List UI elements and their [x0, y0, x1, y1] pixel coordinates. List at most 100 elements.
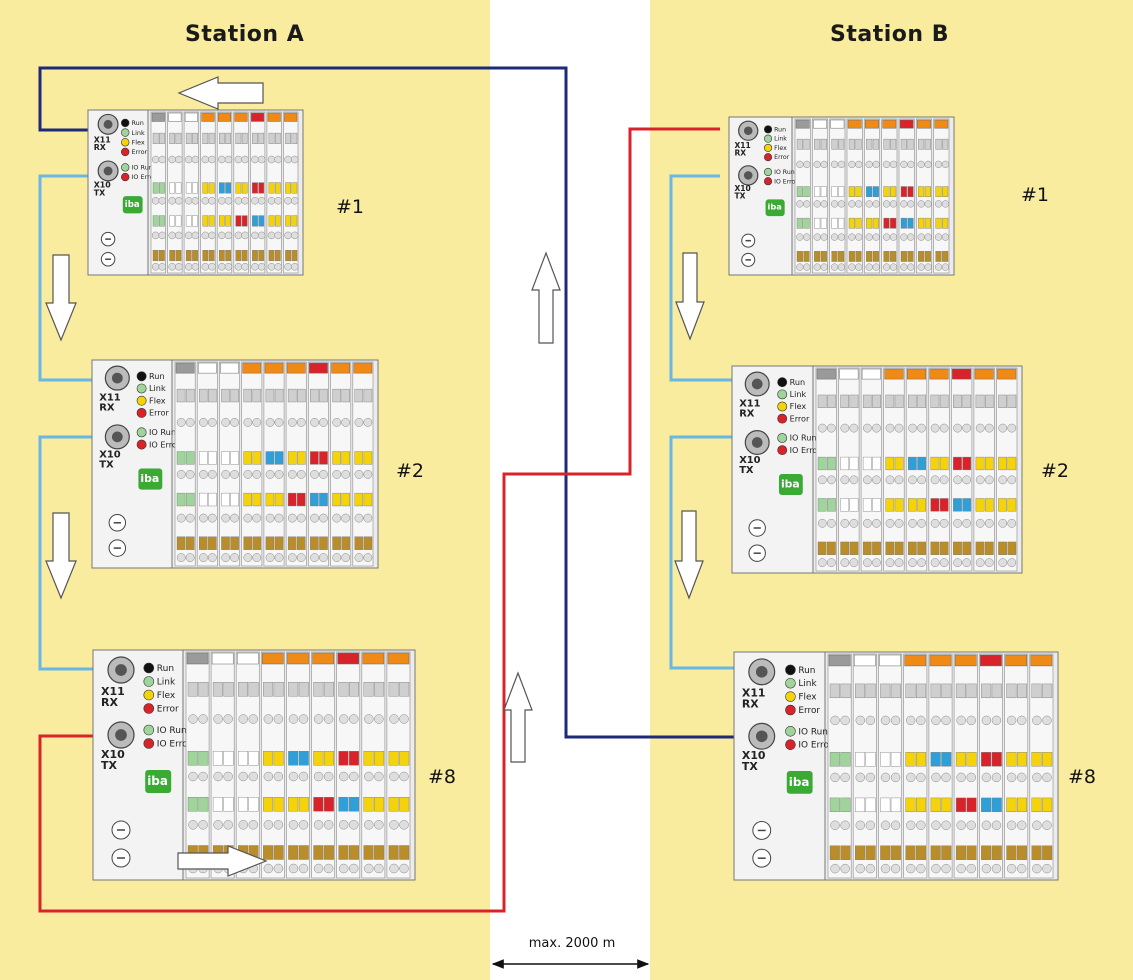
iba-logo-text: iba: [140, 472, 159, 485]
down-arrow-icon: [675, 252, 705, 341]
node-label-b-2: #2: [1041, 460, 1070, 482]
iba-logo-text: iba: [781, 478, 800, 491]
led-icon: [121, 138, 130, 147]
led-label: Flex: [774, 145, 787, 152]
led-icon: [764, 153, 773, 162]
led-label: Link: [790, 389, 807, 399]
led-icon: [785, 726, 796, 737]
node-label-b-8: #8: [1068, 766, 1097, 788]
led-label: IO Run: [790, 433, 817, 443]
led-label: Run: [774, 126, 786, 133]
led-icon: [136, 407, 147, 418]
led-label: IO Error: [157, 740, 192, 750]
led-icon: [136, 383, 147, 394]
station-b-title: Station B: [830, 22, 949, 47]
led-label: Flex: [149, 395, 166, 405]
led-icon: [143, 662, 155, 674]
navy-cable: [38, 66, 761, 739]
iba-logo-text: iba: [147, 774, 168, 788]
up-arrow-icon: [503, 671, 533, 763]
led-label: Error: [149, 408, 169, 418]
led-icon: [136, 371, 147, 382]
iba-logo-icon: [122, 196, 143, 214]
lightblue-cable-b-2-8: [669, 435, 761, 670]
led-label: Run: [132, 119, 144, 127]
led-icon: [777, 445, 788, 456]
led-icon: [143, 724, 155, 736]
led-label: IO Error: [149, 439, 181, 449]
cables: [38, 66, 761, 913]
led-icon: [785, 739, 796, 750]
node-label-a-2: #2: [396, 460, 425, 482]
led-icon: [785, 677, 796, 689]
station-a-title: Station A: [185, 22, 305, 47]
iba-logo-text: iba: [125, 200, 140, 210]
led-label: Flex: [132, 138, 145, 146]
iba-logo-icon: [778, 474, 803, 495]
led-icon: [785, 664, 796, 676]
down-arrow-icon: [45, 512, 77, 600]
led-label: Run: [157, 664, 174, 674]
led-icon: [136, 395, 147, 406]
distance-label: max. 2000 m: [528, 936, 616, 951]
led-label: IO Error: [790, 445, 822, 455]
led-icon: [121, 128, 130, 137]
led-label: Error: [157, 705, 179, 715]
led-label: IO Run: [132, 164, 153, 172]
led-icon: [143, 703, 155, 714]
led-icon: [136, 439, 147, 450]
lightblue-cable-a-1-2: [38, 174, 118, 382]
led-label: Flex: [157, 691, 176, 701]
led-label: Flex: [790, 401, 807, 411]
direction-arrows: [45, 76, 705, 877]
led-label: Run: [149, 371, 165, 381]
lightblue-cable-b-1-2: [669, 174, 760, 382]
led-icon: [121, 147, 130, 157]
node-label-a-8: #8: [428, 766, 457, 788]
led-label: Error: [774, 154, 790, 161]
led-icon: [143, 689, 155, 701]
node-label-b-1: #1: [1021, 184, 1050, 206]
led-label: IO Run: [157, 726, 187, 736]
node-label-a-1: #1: [336, 196, 365, 218]
led-label: Error: [132, 148, 148, 156]
led-label: Link: [132, 129, 145, 137]
led-label: Run: [798, 666, 815, 676]
led-icon: [121, 172, 130, 182]
led-icon: [777, 413, 788, 424]
led-icon: [121, 163, 130, 172]
down-arrow-icon: [45, 254, 77, 342]
led-icon: [785, 691, 796, 702]
led-icon: [764, 167, 773, 177]
led-label: IO Run: [149, 427, 176, 437]
led-icon: [777, 377, 788, 388]
right-arrow-icon: [177, 845, 268, 877]
led-label: IO Error: [774, 178, 798, 185]
iba-logo-text: iba: [789, 775, 810, 789]
led-icon: [764, 125, 773, 134]
led-label: Error: [798, 706, 820, 716]
led-icon: [764, 143, 773, 152]
led-label: Link: [774, 136, 787, 143]
up-arrow-icon: [531, 251, 561, 344]
down-arrow-icon: [674, 510, 704, 600]
iba-logo-icon: [145, 770, 172, 793]
led-icon: [764, 134, 773, 143]
led-label: Error: [790, 413, 810, 423]
led-label: Run: [790, 377, 806, 387]
